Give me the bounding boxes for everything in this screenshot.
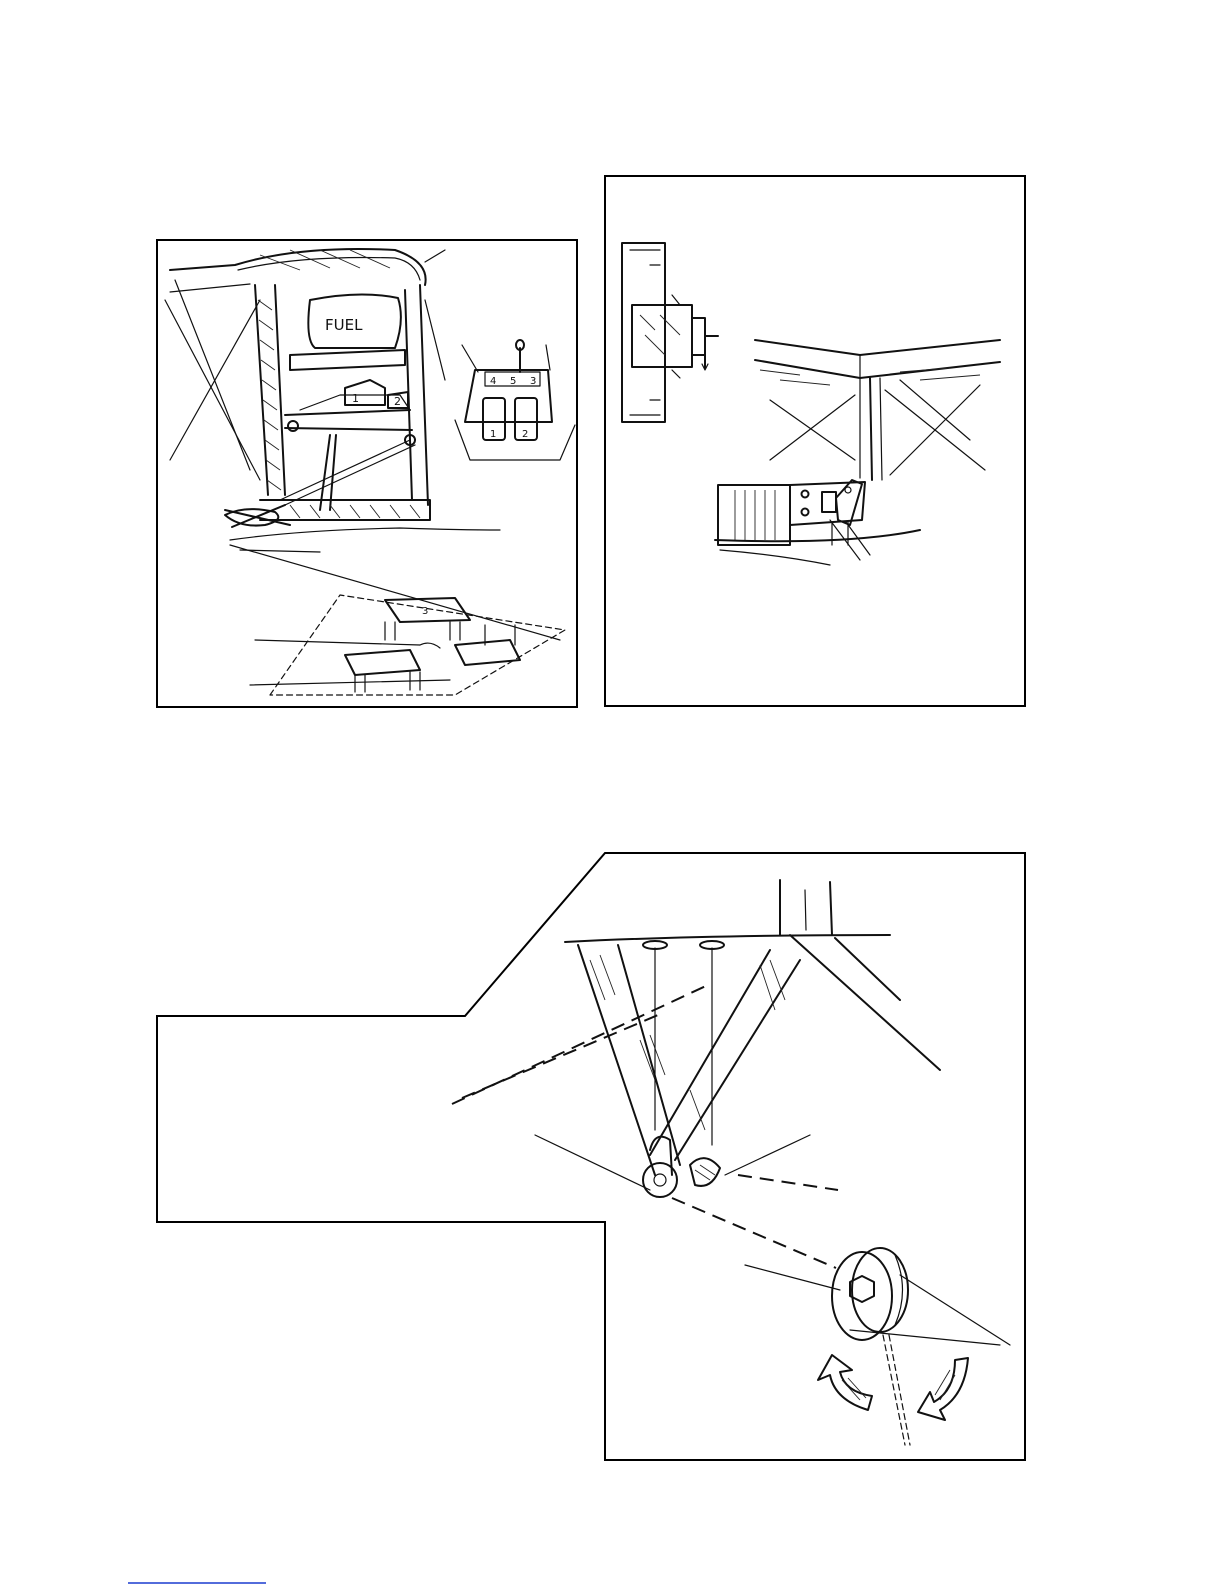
- tray-number-4: 4: [490, 376, 496, 387]
- wheel-collar-detail: [745, 1248, 1010, 1345]
- rotate-arrow-left: [818, 1355, 872, 1410]
- fuel-tank-label: FUEL: [325, 316, 363, 334]
- servo-tray-detail: 4 5 3 1 2: [455, 340, 575, 460]
- tray-number-3: 3: [530, 376, 536, 387]
- rotate-arrow-right: [918, 1358, 968, 1420]
- figure-frame-bottom: [157, 853, 1025, 1460]
- figure-wing-hinge: [605, 176, 1025, 706]
- figure-landing-gear: [157, 853, 1025, 1460]
- hinge-detail: [622, 243, 718, 422]
- tray-number-5: 5: [510, 376, 516, 387]
- figure-frame-right: [605, 176, 1025, 706]
- servo-number-2: 2: [394, 395, 401, 408]
- tray-number-2: 2: [522, 429, 528, 440]
- servo-number-1: 1: [352, 392, 359, 405]
- figure-frame-left: [157, 240, 577, 707]
- servo-1: [345, 380, 385, 405]
- figure-servo-installation: FUEL 1 2: [157, 240, 577, 707]
- tray-number-1: 1: [490, 429, 496, 440]
- servo-floor-plan-detail: 3: [250, 595, 565, 695]
- floor-plan-number-3: 3: [422, 606, 428, 617]
